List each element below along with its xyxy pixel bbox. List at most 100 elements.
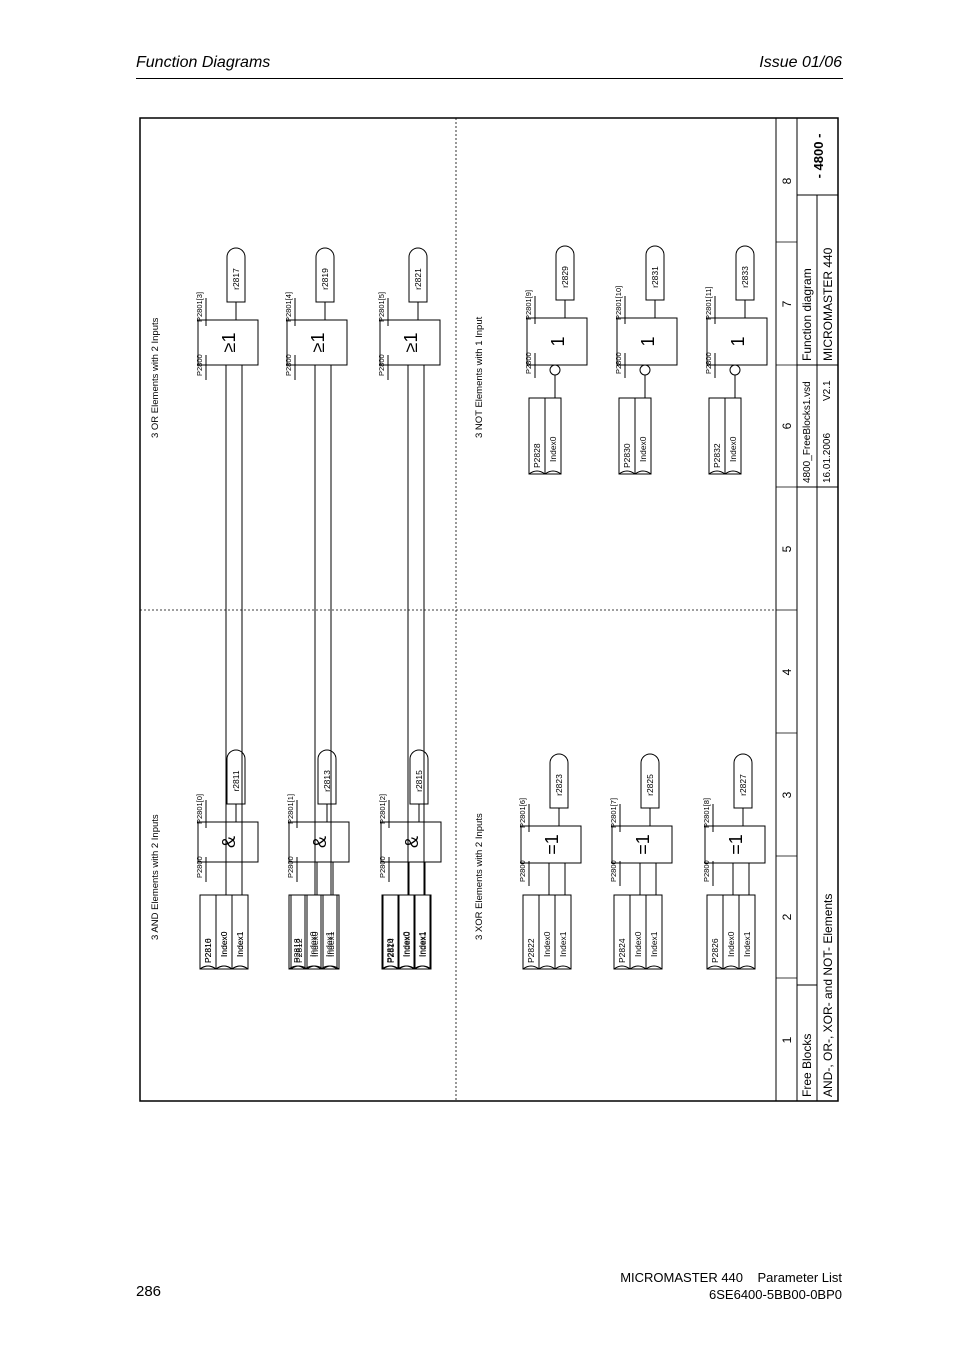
index-label: Index0 xyxy=(401,931,411,957)
index-bracket xyxy=(629,965,647,970)
logic-gate xyxy=(616,317,678,366)
logic-gate xyxy=(706,317,768,366)
output-connector xyxy=(645,245,665,301)
output-connector xyxy=(733,753,753,809)
index-cell xyxy=(634,397,652,475)
output-signal-label: r2831 xyxy=(650,266,660,288)
parameter-bracket xyxy=(708,470,726,475)
logic-gate xyxy=(288,821,350,863)
parameter-label: P2822 xyxy=(526,938,536,963)
output-signal-label: r2821 xyxy=(413,268,423,290)
footer-product-line: MICROMASTER 440 Parameter List xyxy=(620,1270,842,1285)
and-section-title: 3 AND Elements with 2 Inputs xyxy=(150,814,161,940)
column-number: 1 xyxy=(780,1036,794,1043)
footer-order-number: 6SE6400-5BB00-0BP0 xyxy=(709,1287,842,1302)
product-name: MICROMASTER 440 xyxy=(821,247,835,361)
parameter-bracket xyxy=(288,965,306,970)
parameter-bracket xyxy=(618,470,636,475)
parameter-bracket xyxy=(199,965,217,970)
xor-section-title: 3 XOR Elements with 2 Inputs xyxy=(474,813,485,940)
output-signal-label: r2813 xyxy=(322,770,332,792)
index-label: Index1 xyxy=(235,931,245,957)
output-connector xyxy=(315,247,335,303)
column-number: 6 xyxy=(780,422,794,429)
gate-symbol: ≥1 xyxy=(219,333,239,353)
sub-enable-parameter-label: P2801[2] xyxy=(378,794,387,824)
parameter-label: P2818 xyxy=(292,938,302,963)
enable-parameter-label: P2800 xyxy=(195,856,204,878)
output-signal-label: r2829 xyxy=(560,266,570,288)
sub-enable-parameter-label: P2801[1] xyxy=(286,794,295,824)
index-bracket xyxy=(554,965,572,970)
parameter-label: P2814 xyxy=(386,938,396,963)
index-bracket xyxy=(544,470,562,475)
sub-enable-parameter-label: P2801[7] xyxy=(609,798,618,828)
gate-symbol: & xyxy=(219,836,239,848)
gate-symbol: ≥1 xyxy=(308,333,328,353)
logic-gate xyxy=(197,821,259,863)
enable-parameter-label: P2800 xyxy=(518,860,527,882)
output-connector xyxy=(640,753,660,809)
parameter-label: P2824 xyxy=(617,938,627,963)
parameter-bracket xyxy=(381,965,399,970)
index-cell xyxy=(554,894,572,970)
enable-parameter-label: P2800 xyxy=(377,354,386,376)
sub-enable-parameter-label: P2801[11] xyxy=(704,286,713,320)
index-cell xyxy=(645,894,663,970)
output-connector xyxy=(408,247,428,303)
output-connector xyxy=(555,245,575,301)
enable-parameter-label: P2800 xyxy=(702,860,711,882)
parameter-label: P2832 xyxy=(712,443,722,468)
index-cell xyxy=(231,894,249,970)
gate-symbol: 1 xyxy=(728,336,748,346)
index-label: Index0 xyxy=(542,931,552,957)
sub-enable-parameter-label: P2801[0] xyxy=(195,794,204,824)
index-bracket xyxy=(304,965,322,970)
logic-gate xyxy=(379,319,441,366)
index-bracket xyxy=(320,965,338,970)
logic-gate xyxy=(520,825,582,864)
index-label: Index0 xyxy=(638,436,648,462)
sub-enable-parameter-label: P2801[3] xyxy=(195,292,204,322)
enable-parameter-label: P2800 xyxy=(284,354,293,376)
enable-parameter-label: P2800 xyxy=(378,856,387,878)
gate-symbol: 1 xyxy=(638,336,658,346)
output-signal-label: r2811 xyxy=(231,770,241,791)
index-cell xyxy=(738,894,756,970)
output-connector xyxy=(735,245,755,301)
parameter-label: P2816 xyxy=(203,938,213,963)
index-bracket xyxy=(722,965,740,970)
index-label: Index1 xyxy=(742,931,752,957)
index-cell xyxy=(320,894,338,970)
column-number: 2 xyxy=(780,913,794,920)
diagram-type: Function diagram xyxy=(800,268,814,361)
parameter-label: P2830 xyxy=(622,443,632,468)
enable-parameter-label: P2800 xyxy=(704,352,713,374)
index-bracket xyxy=(231,965,249,970)
header-rule xyxy=(136,78,843,79)
output-signal-label: r2825 xyxy=(645,774,655,796)
inverter-bubble xyxy=(549,364,561,376)
sub-enable-parameter-label: P2801[8] xyxy=(702,798,711,828)
gate-symbol: =1 xyxy=(726,834,746,855)
or-section-title: 3 OR Elements with 2 Inputs xyxy=(150,317,161,438)
group-name: Free Blocks xyxy=(800,1034,814,1097)
column-number: 7 xyxy=(780,300,794,307)
revision-version: V2.1 xyxy=(822,380,833,401)
parameter-bracket xyxy=(613,965,631,970)
index-label: Index1 xyxy=(235,931,245,957)
index-label: Index0 xyxy=(728,436,738,462)
index-label: Index1 xyxy=(558,931,568,957)
index-cell xyxy=(544,397,562,475)
parameter-label: P2826 xyxy=(710,938,720,963)
index-label: Index1 xyxy=(324,931,334,957)
column-number: 3 xyxy=(780,791,794,798)
inverter-bubble xyxy=(639,364,651,376)
index-label: Index0 xyxy=(633,931,643,957)
index-bracket xyxy=(538,965,556,970)
enable-parameter-label: P2800 xyxy=(614,352,623,374)
header-title: Function Diagrams xyxy=(136,54,271,71)
sheet-number: - 4800 - xyxy=(811,134,826,179)
sub-enable-parameter-label: P2801[9] xyxy=(524,290,533,320)
